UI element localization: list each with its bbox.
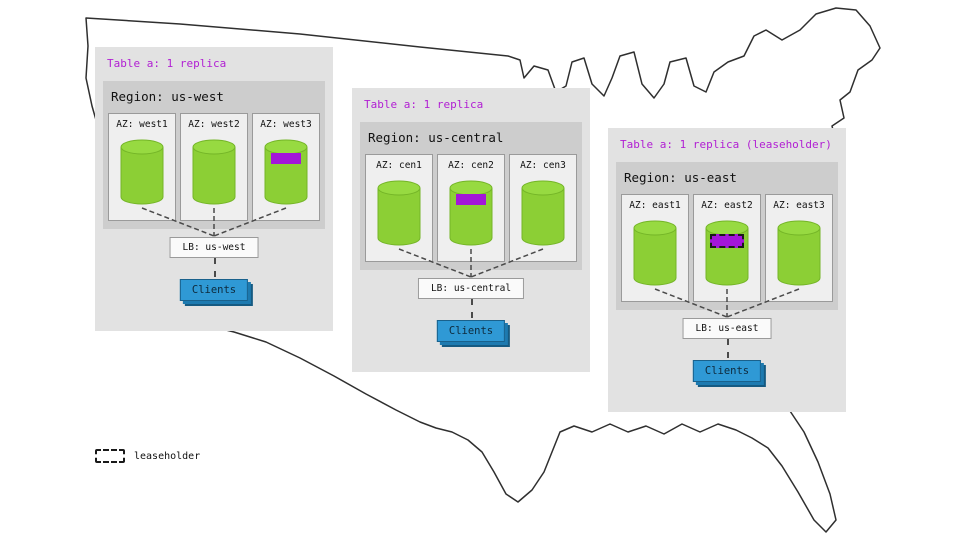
az-label: AZ: east1 <box>629 200 681 211</box>
region-panel-us-west: Table a: 1 replica Region: us-west AZ: w… <box>95 47 333 331</box>
replica-marker <box>271 153 301 164</box>
region-box: Region: us-central AZ: cen1 AZ: cen2 AZ:… <box>360 122 582 270</box>
az-row: AZ: cen1 AZ: cen2 AZ: cen3 <box>365 154 577 262</box>
az-row: AZ: east1 AZ: east2 AZ: east3 <box>621 194 833 302</box>
database-cylinder-icon <box>376 179 422 247</box>
lb-clients-connector <box>214 258 216 277</box>
panel-title: Table a: 1 replica <box>364 98 484 111</box>
region-box: Region: us-west AZ: west1 AZ: west2 AZ: … <box>103 81 325 229</box>
region-box: Region: us-east AZ: east1 AZ: east2 AZ: … <box>616 162 838 310</box>
load-balancer-box: LB: us-east <box>682 318 772 339</box>
az-label: AZ: west2 <box>188 119 240 130</box>
clients-box: Clients <box>179 279 249 301</box>
database-cylinder-icon <box>520 179 566 247</box>
az-box-cen2: AZ: cen2 <box>437 154 505 262</box>
az-row: AZ: west1 AZ: west2 AZ: west3 <box>108 113 320 221</box>
az-box-west2: AZ: west2 <box>180 113 248 221</box>
database-cylinder-icon <box>776 219 822 287</box>
az-box-east3: AZ: east3 <box>765 194 833 302</box>
az-box-west3: AZ: west3 <box>252 113 320 221</box>
database-cylinder-icon <box>632 219 678 287</box>
database-cylinder-icon <box>263 138 309 206</box>
clients-box: Clients <box>692 360 762 382</box>
region-panel-us-central: Table a: 1 replica Region: us-central AZ… <box>352 88 590 372</box>
az-label: AZ: cen2 <box>448 160 494 171</box>
az-label: AZ: cen3 <box>520 160 566 171</box>
database-cylinder-icon <box>704 219 750 287</box>
load-balancer-box: LB: us-central <box>417 278 525 299</box>
region-label: Region: us-central <box>368 130 504 145</box>
panel-title: Table a: 1 replica (leaseholder) <box>620 138 832 151</box>
az-label: AZ: cen1 <box>376 160 422 171</box>
database-cylinder-icon <box>191 138 237 206</box>
connector-lines <box>141 207 287 237</box>
region-label: Region: us-east <box>624 170 737 185</box>
az-box-cen3: AZ: cen3 <box>509 154 577 262</box>
clients-box: Clients <box>436 320 506 342</box>
lb-clients-connector <box>727 339 729 358</box>
region-label: Region: us-west <box>111 89 224 104</box>
az-label: AZ: west1 <box>116 119 168 130</box>
legend: leaseholder <box>95 449 200 463</box>
connector-lines <box>654 288 800 318</box>
load-balancer-box: LB: us-west <box>169 237 259 258</box>
leaseholder-marker <box>710 234 744 248</box>
lb-clients-connector <box>471 299 473 318</box>
legend-label: leaseholder <box>134 450 201 462</box>
database-cylinder-icon <box>448 179 494 247</box>
az-box-east2: AZ: east2 <box>693 194 761 302</box>
az-box-east1: AZ: east1 <box>621 194 689 302</box>
connector-lines <box>398 248 544 278</box>
panel-title: Table a: 1 replica <box>107 57 227 70</box>
az-label: AZ: east2 <box>701 200 753 211</box>
database-cylinder-icon <box>119 138 165 206</box>
az-label: AZ: east3 <box>773 200 825 211</box>
az-box-cen1: AZ: cen1 <box>365 154 433 262</box>
leaseholder-legend-icon <box>95 449 125 463</box>
region-panel-us-east: Table a: 1 replica (leaseholder) Region:… <box>608 128 846 412</box>
replica-marker <box>456 194 486 205</box>
az-label: AZ: west3 <box>260 119 312 130</box>
az-box-west1: AZ: west1 <box>108 113 176 221</box>
